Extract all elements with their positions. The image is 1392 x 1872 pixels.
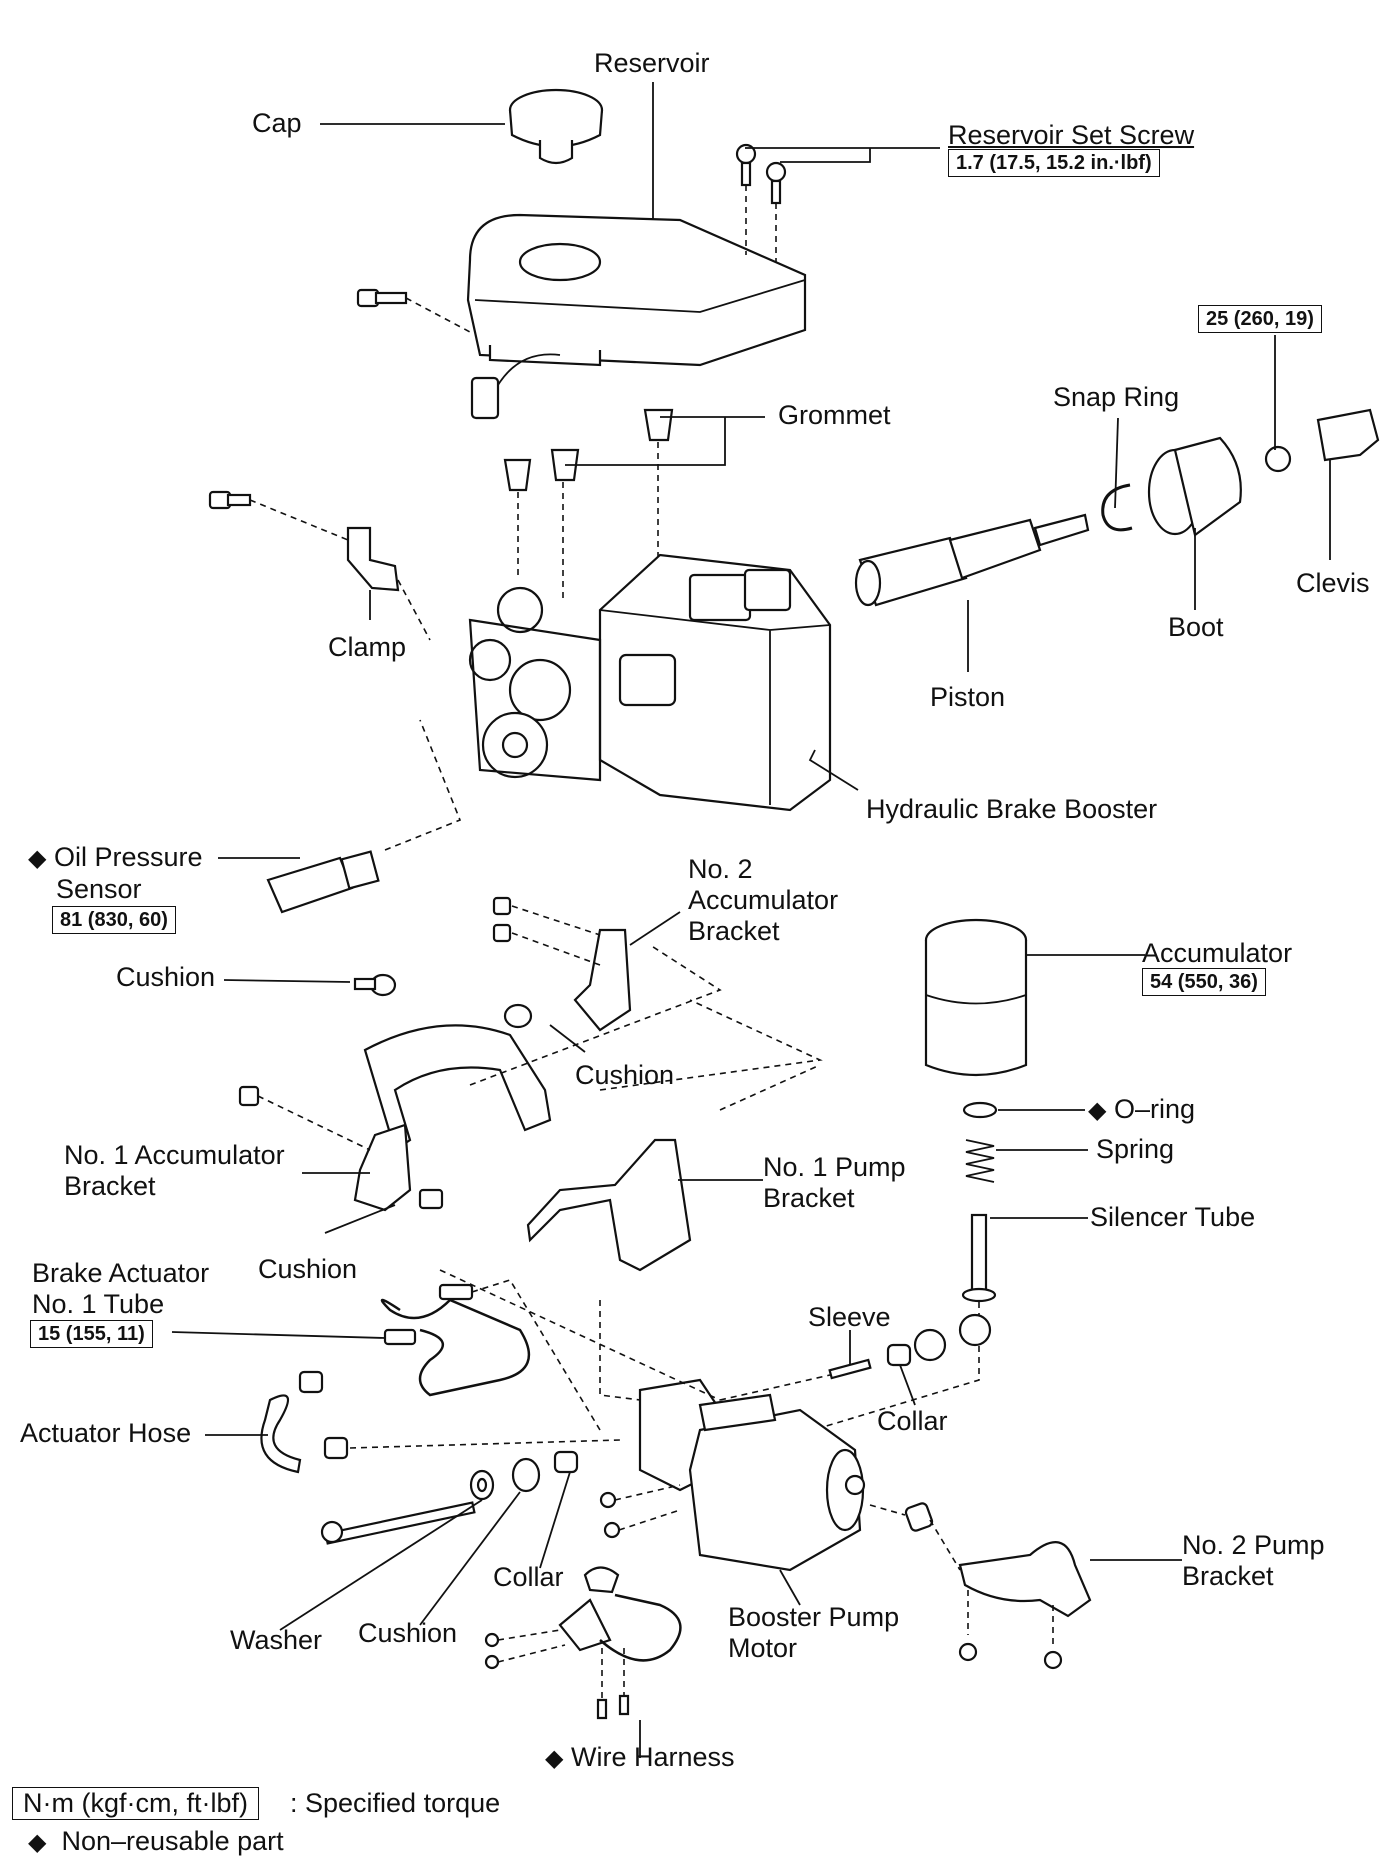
hydraulic-brake-booster-part: [468, 553, 832, 812]
cushion-lower-part: [511, 1457, 541, 1493]
collar-lower-part: [553, 1450, 579, 1474]
label-cushion-left: Cushion: [258, 1254, 358, 1284]
cushion-mid-part: [503, 1003, 533, 1029]
label-actuator-hose: Actuator Hose: [20, 1418, 192, 1448]
accumulator-band-part: [363, 1024, 552, 1152]
nonreusable-symbol: ◆: [28, 1829, 47, 1856]
boot-part: [1147, 436, 1242, 537]
torque-clevis-nut: 25 (260, 19): [1198, 305, 1322, 333]
oil-pressure-sensor-part: [266, 719, 462, 914]
collar-right-part: [886, 1343, 912, 1367]
accumulator-part: [924, 918, 1028, 1077]
label-collar-right: Collar: [877, 1406, 948, 1436]
label-cushion-mid: Cushion: [575, 1060, 675, 1090]
reservoir-part: [466, 213, 807, 367]
no2-accumulator-bracket-part: [492, 896, 632, 1032]
sleeve-part: [828, 1358, 872, 1380]
reservoir-bolt: [356, 288, 471, 333]
label-hydraulic-brake-booster: Hydraulic Brake Booster: [866, 794, 1158, 824]
label-spring: Spring: [1096, 1134, 1175, 1164]
reservoir-connector: [470, 353, 561, 420]
label-cushion-lower: Cushion: [358, 1618, 458, 1648]
no1-pump-bracket-part: [526, 999, 823, 1272]
actuator-hose-part: [260, 1370, 621, 1474]
legend-torque-box: N·m (kgf·cm, ft·lbf): [12, 1787, 259, 1820]
no1-accumulator-bracket-part: [238, 1085, 444, 1212]
label-booster-pump-motor: Booster Pump Motor: [728, 1602, 900, 1663]
label-snap-ring: Snap Ring: [1053, 382, 1180, 412]
label-washer: Washer: [230, 1625, 323, 1655]
label-sleeve: Sleeve: [808, 1302, 891, 1332]
spring-part: [965, 1139, 995, 1183]
small-nuts: [599, 1484, 681, 1539]
leader-lines: [171, 82, 1331, 1758]
label-reservoir: Reservoir: [594, 48, 710, 78]
clamp-part: [208, 490, 431, 641]
label-no2-accumulator-bracket: No. 2 Accumulator Bracket: [688, 854, 839, 946]
label-clamp: Clamp: [328, 632, 407, 662]
label-piston: Piston: [930, 682, 1006, 712]
label-grommet: Grommet: [778, 400, 891, 430]
cushion-top-part: [353, 973, 397, 997]
torque-accumulator: 54 (550, 36): [1142, 968, 1266, 996]
cushion-right-part: [719, 1313, 992, 1401]
long-bolt-part: [320, 1501, 476, 1545]
label-no2-pump-bracket: No. 2 Pump Bracket: [1182, 1530, 1325, 1591]
label-reservoir-set-screw: Reservoir Set Screw: [948, 120, 1195, 150]
label-no1-accumulator-bracket: No. 1 Accumulator Bracket: [64, 1140, 285, 1201]
clevis-nut-part: [1264, 445, 1292, 473]
cap-part: [508, 88, 604, 165]
legend-torque-description: : Specified torque: [290, 1788, 501, 1818]
label-clevis: Clevis: [1296, 568, 1370, 598]
label-cushion-top: Cushion: [116, 962, 216, 992]
nonreusable-symbol: ◆: [1088, 1097, 1107, 1124]
label-no1-pump-bracket: No. 1 Pump Bracket: [763, 1152, 906, 1213]
label-silencer-tube: Silencer Tube: [1090, 1202, 1256, 1232]
reservoir-set-screws: [735, 143, 787, 262]
o-ring-part: [962, 1101, 998, 1119]
label-accumulator: Accumulator: [1142, 938, 1293, 968]
label-brake-actuator-tube: Brake Actuator No. 1 Tube: [32, 1258, 210, 1319]
label-collar-lower: Collar: [493, 1562, 564, 1592]
label-wire-harness: ◆ Wire Harness: [545, 1742, 735, 1772]
legend-nonreusable: ◆ Non–reusable part: [28, 1826, 284, 1856]
label-cap: Cap: [252, 108, 302, 138]
no2-pump-bracket-part: [869, 1502, 1092, 1670]
nonreusable-symbol: ◆: [28, 845, 47, 872]
washer-part: [469, 1469, 495, 1501]
booster-pump-motor-part: [638, 1378, 866, 1572]
label-o-ring: ◆ O–ring: [1088, 1094, 1196, 1124]
piston-part: [854, 513, 1090, 607]
label-boot: Boot: [1168, 612, 1224, 642]
nonreusable-symbol: ◆: [545, 1745, 564, 1772]
snap-ring-part: [1101, 483, 1133, 532]
clevis-part: [1316, 408, 1380, 462]
label-oil-pressure-sensor: ◆ Oil Pressure Sensor: [28, 842, 203, 904]
torque-reservoir-set-screw: 1.7 (17.5, 15.2 in.·lbf): [948, 149, 1160, 177]
wire-harness-part: [484, 1566, 682, 1720]
torque-oil-pressure-sensor: 81 (830, 60): [52, 906, 176, 934]
torque-brake-actuator-tube: 15 (155, 11): [30, 1320, 153, 1348]
brake-actuator-tube-part: [380, 1279, 601, 1431]
